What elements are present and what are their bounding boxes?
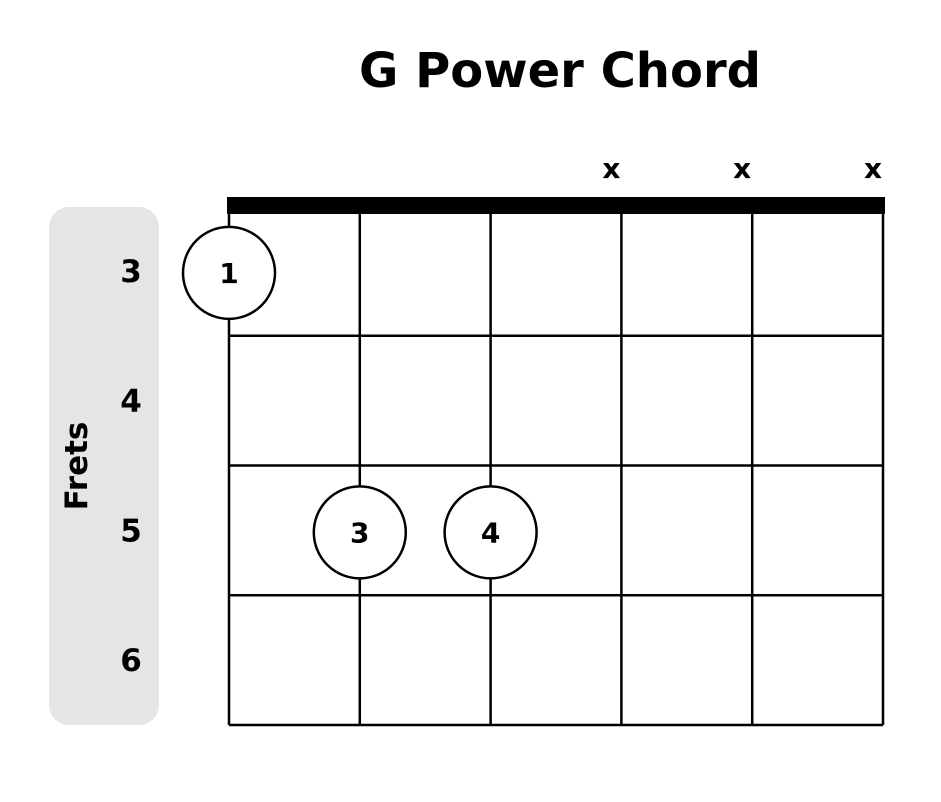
fret-number: 3 [120, 254, 142, 290]
fret-number: 6 [120, 643, 142, 679]
nut-bar [227, 197, 885, 214]
finger-number: 3 [350, 516, 369, 549]
fret-number: 5 [120, 513, 142, 549]
finger-positions: 1 3 4 [181, 225, 538, 580]
muted-string-marker: x [602, 152, 620, 185]
finger-dot [443, 485, 538, 580]
fretboard-grid [227, 197, 885, 727]
fret-number: 4 [120, 384, 142, 420]
fret-label-panel [49, 207, 159, 725]
finger-number: 1 [219, 257, 238, 290]
muted-string-marker: x [733, 152, 751, 185]
frets-axis-label: Frets [59, 422, 95, 511]
finger-number: 4 [481, 516, 500, 549]
chord-title: G Power Chord [359, 43, 761, 99]
finger-dot [181, 225, 277, 321]
finger-dot [312, 485, 408, 580]
muted-string-marker: x [864, 152, 882, 185]
fret-numbers: 3 4 5 6 [120, 254, 142, 679]
